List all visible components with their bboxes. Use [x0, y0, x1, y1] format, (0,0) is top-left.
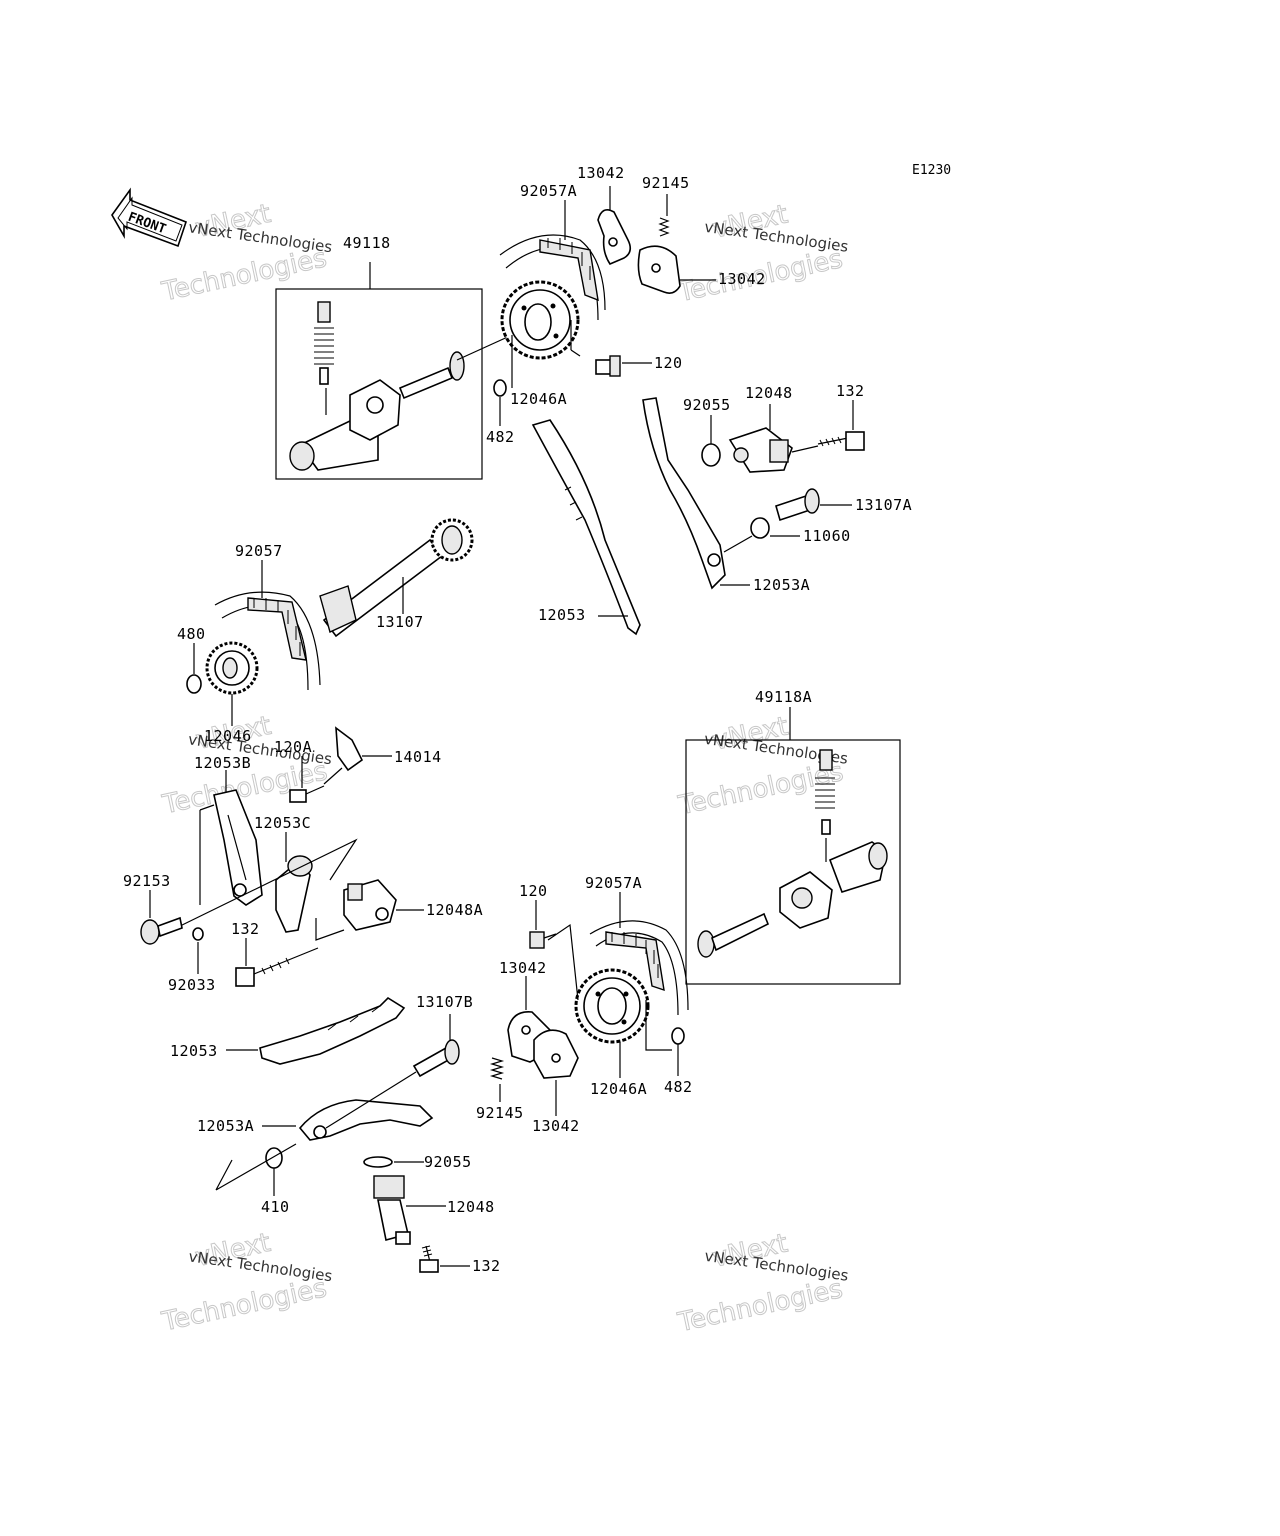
- camshaft-assembly-box-right: [685, 739, 901, 985]
- callout-132-bottom: 132: [472, 1257, 501, 1275]
- circlip-482-bottom: [671, 1027, 685, 1045]
- cam-chain-bottom: [589, 920, 689, 1016]
- callout-12046A-top: 12046A: [510, 390, 567, 408]
- chain-guide-12053C: [275, 855, 313, 933]
- callout-92033: 92033: [168, 976, 216, 994]
- watermark-5: vNext vNext Technologies Technologies: [158, 1227, 333, 1338]
- callout-132-mid: 132: [231, 920, 260, 938]
- callout-12053A-bottom: 12053A: [197, 1117, 254, 1135]
- callout-14014: 14014: [394, 748, 442, 766]
- callout-12048-top: 12048: [745, 384, 793, 402]
- callout-92057: 92057: [235, 542, 283, 560]
- diagram-code: E1230: [912, 163, 951, 178]
- watermark-1: vNext vNext Technologies Technologies: [158, 198, 333, 308]
- spring-92145-bottom: [489, 1057, 505, 1080]
- pivot-bolt-13107B: [412, 1039, 460, 1078]
- callout-12053-bottom: 12053: [170, 1042, 218, 1060]
- watermark-2: vNext vNext Technologies Technologies: [674, 199, 849, 309]
- cam-shaft-pin-right: [697, 912, 770, 958]
- callout-49118: 49118: [343, 234, 391, 252]
- camshaft-part-right: [779, 749, 888, 929]
- cam-sprocket-bottom: [574, 968, 650, 1044]
- callout-12053A-top: 12053A: [753, 576, 810, 594]
- front-arrow-icon: FRONT: [111, 187, 187, 248]
- callout-12053B: 12053B: [194, 754, 251, 772]
- circlip-480: [186, 674, 202, 694]
- callout-13107B: 13107B: [416, 993, 473, 1011]
- decompressor-weight-bottom-2: [533, 1029, 579, 1079]
- callout-120-top: 120: [654, 354, 683, 372]
- callout-12048A: 12048A: [426, 901, 483, 919]
- callout-92057A-bottom: 92057A: [585, 874, 642, 892]
- svg-text:Technologies: Technologies: [159, 1273, 330, 1337]
- callout-11060: 11060: [803, 527, 851, 545]
- bolt-120-top: [595, 355, 621, 377]
- cam-shaft-pin-part: [398, 351, 465, 400]
- chain-guide-12053B: [213, 789, 263, 906]
- callout-13107A: 13107A: [855, 496, 912, 514]
- callout-482-top: 482: [486, 428, 515, 446]
- callout-480: 480: [177, 625, 206, 643]
- tensioner-12048-top: [728, 427, 793, 473]
- tensioner-12048-bottom: [373, 1175, 411, 1245]
- tensioner-12048A: [343, 879, 397, 931]
- pivot-bolt-13107A: [775, 488, 820, 522]
- callout-410: 410: [261, 1198, 290, 1216]
- decompressor-weight-top: [597, 209, 632, 265]
- washer-11060: [750, 517, 770, 539]
- callout-13042-top-2: 13042: [718, 270, 766, 288]
- bolt-132-bottom: [419, 1245, 439, 1273]
- callout-92057A-top: 92057A: [520, 182, 577, 200]
- cam-chain-lower: [214, 591, 321, 691]
- cam-sprocket-top: [500, 280, 580, 360]
- circlip-482-top: [493, 379, 507, 397]
- oring-92055-bottom: [363, 1156, 393, 1168]
- svg-text:Technologies: Technologies: [159, 243, 330, 307]
- bolt-92153: [140, 916, 183, 945]
- callout-13042-top: 13042: [577, 164, 625, 182]
- oring-92055-top: [701, 443, 721, 467]
- callout-13107: 13107: [376, 613, 424, 631]
- callout-12046A-bottom: 12046A: [590, 1080, 647, 1098]
- shaft-13107: [319, 518, 474, 638]
- callout-13042-bottom-2: 13042: [532, 1117, 580, 1135]
- bolt-132-top: [817, 431, 865, 451]
- bolt-120A: [289, 785, 325, 803]
- callout-12046: 12046: [204, 727, 252, 745]
- callout-49118A: 49118A: [755, 688, 812, 706]
- chain-guide-12053-bottom: [259, 996, 406, 1065]
- callout-12053C: 12053C: [254, 814, 311, 832]
- bolt-120-bottom: [529, 931, 557, 949]
- washer-410: [265, 1147, 283, 1169]
- spring-92145-top: [658, 217, 670, 237]
- callout-482-bottom: 482: [664, 1078, 693, 1096]
- camshaft-assembly-box: [275, 288, 483, 480]
- callout-92145-top: 92145: [642, 174, 690, 192]
- camshaft-part: [289, 301, 401, 471]
- watermark-6: vNext vNext Technologies Technologies: [674, 1228, 849, 1339]
- callout-92145-bottom: 92145: [476, 1104, 524, 1122]
- callout-92055-top: 92055: [683, 396, 731, 414]
- callout-12048-bottom: 12048: [447, 1198, 495, 1216]
- chain-tensioner-guide-top: [642, 397, 726, 590]
- svg-text:Technologies: Technologies: [675, 1274, 846, 1338]
- callout-120A: 120A: [274, 738, 312, 756]
- decompressor-weight-top-2: [637, 245, 681, 294]
- crank-sprocket-12046: [205, 641, 259, 695]
- bolt-132-mid: [235, 947, 319, 987]
- callout-132-top: 132: [836, 382, 865, 400]
- chain-guide-12053-top: [531, 419, 641, 636]
- chain-tensioner-guide-bottom: [298, 1099, 434, 1141]
- callout-92153: 92153: [123, 872, 171, 890]
- plate-14014: [335, 726, 364, 772]
- callout-120-bottom: 120: [519, 882, 548, 900]
- washer-92033: [192, 927, 204, 941]
- callout-92055-bottom: 92055: [424, 1153, 472, 1171]
- callout-13042-bottom: 13042: [499, 959, 547, 977]
- cam-chain-top: [499, 234, 606, 321]
- callout-12053-top: 12053: [538, 606, 586, 624]
